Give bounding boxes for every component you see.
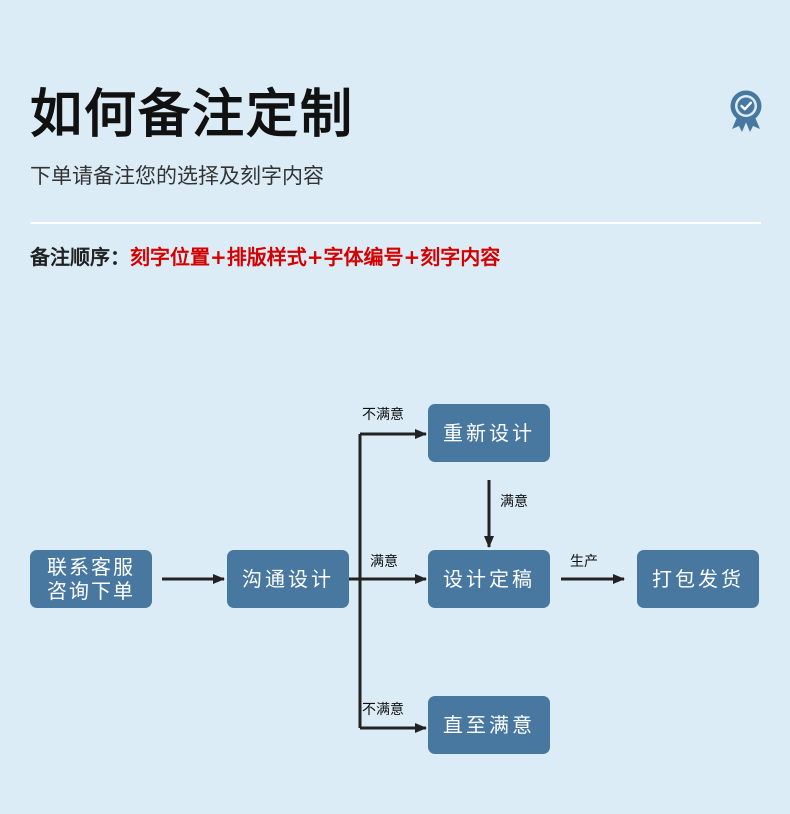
note-order-line: 备注顺序：刻字位置+排版样式+字体编号+刻字内容 [30,242,500,272]
page-subtitle: 下单请备注您的选择及刻字内容 [30,164,324,188]
node-pack-ship: 打包发货 [637,550,759,608]
edge-label-unsatisfied-bottom: 不满意 [362,702,404,718]
node-contact-service: 联系客服 咨询下单 [30,550,152,608]
page-title: 如何备注定制 [30,85,355,145]
note-order-label: 备注顺序： [30,245,130,269]
header-divider [30,222,761,224]
node-redesign: 重新设计 [428,404,550,462]
node-communicate-design: 沟通设计 [227,550,349,608]
award-ribbon-check-icon [730,90,762,132]
edge-label-unsatisfied-top: 不满意 [362,407,404,423]
node-until-satisfied: 直至满意 [428,696,550,754]
node-finalize-design: 设计定稿 [428,550,550,608]
note-order-value: 刻字位置+排版样式+字体编号+刻字内容 [130,245,501,269]
edge-label-produce: 生产 [570,554,598,570]
edge-label-satisfied-mid: 满意 [370,554,398,570]
edge-label-satisfied-down: 满意 [500,494,528,510]
